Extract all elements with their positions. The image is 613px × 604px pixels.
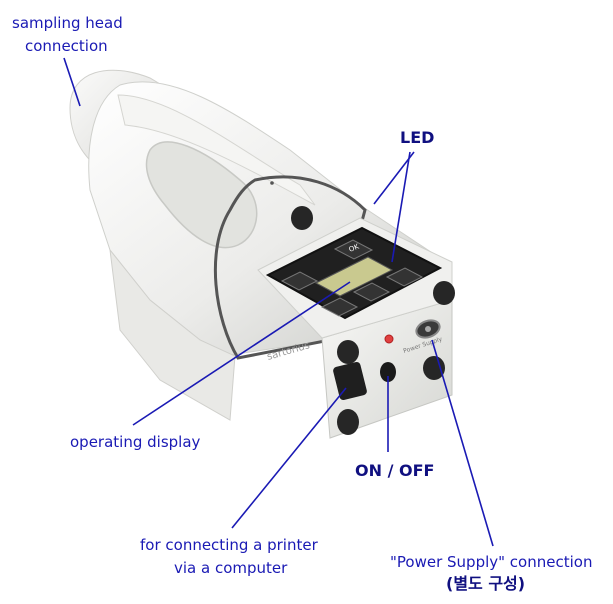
key-down — [352, 282, 391, 302]
label-printer-2: via a computer — [174, 559, 288, 577]
label-on-off: ON / OFF — [355, 461, 435, 480]
key-ok-label: OK — [348, 242, 361, 253]
keypad-panel: OK — [265, 226, 443, 320]
printer-port — [333, 361, 367, 401]
label-operating-display: operating display — [70, 433, 201, 451]
handle-opening — [145, 141, 258, 249]
key-left — [280, 271, 319, 291]
key-ok — [333, 239, 374, 260]
label-printer-1: for connecting a printer — [140, 536, 318, 554]
leader-led-1 — [391, 151, 411, 263]
label-sampling-head-1: sampling head — [12, 14, 123, 32]
leader-sampling-head — [63, 57, 81, 107]
on-off-button — [380, 362, 396, 382]
key-right — [385, 267, 424, 287]
power-supply-port — [415, 319, 441, 339]
leader-lines — [63, 57, 494, 547]
label-power-1: "Power Supply" connection — [390, 553, 593, 571]
leader-printer — [231, 387, 347, 529]
label-sampling-head-2: connection — [25, 37, 108, 55]
rubber-feet — [291, 206, 455, 435]
key-bottom-left — [320, 297, 359, 317]
led-indicator — [384, 334, 394, 344]
leader-led-2 — [373, 151, 415, 205]
lcd-display — [314, 256, 394, 297]
body-seam — [213, 175, 367, 360]
leader-operating-display — [132, 281, 351, 426]
label-led: LED — [400, 128, 435, 147]
leader-power — [431, 339, 494, 547]
label-power-2: (별도 구성) — [446, 574, 526, 593]
